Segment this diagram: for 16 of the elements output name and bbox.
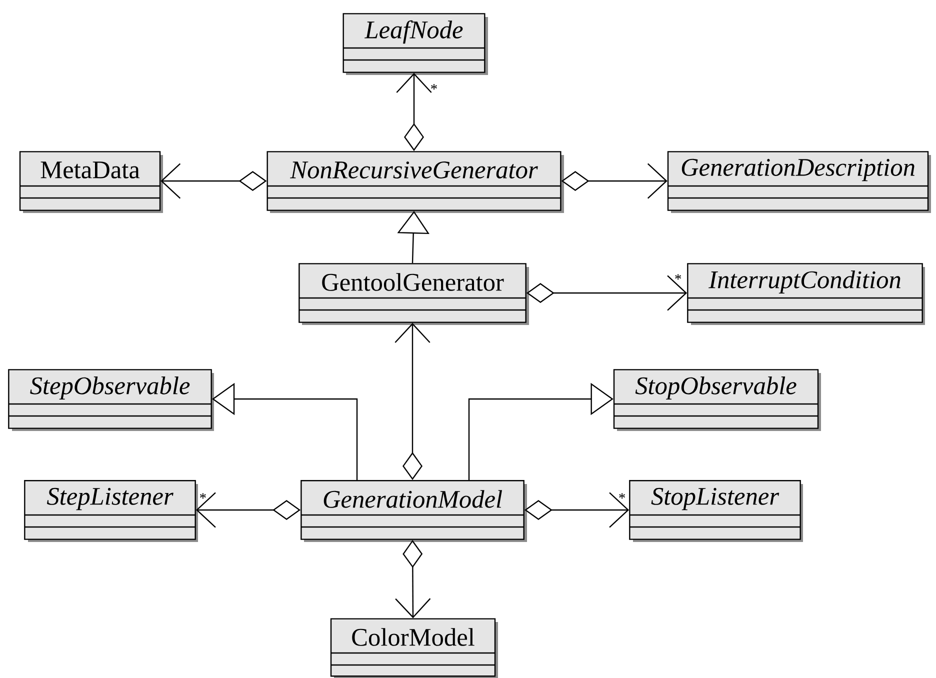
multiplicity-label: * (619, 493, 626, 499)
class-box: InterruptCondition (687, 263, 925, 325)
class-box: GenerationDescription (667, 151, 931, 213)
multiplicity-label: * (200, 493, 206, 499)
multiplicity-label: * (431, 84, 437, 90)
class-box: NonRecursiveGenerator (266, 151, 564, 213)
class-box: StopObservable (613, 369, 821, 431)
class-box: ColorModel (330, 618, 498, 678)
class-box: LeafNode (342, 13, 488, 75)
class-box: StepListener (24, 480, 198, 542)
class-box: GenerationModel (300, 480, 527, 542)
multiplicity-label: * (675, 274, 682, 280)
class-box: StopListener (629, 480, 803, 542)
class-box: GentoolGenerator (298, 263, 529, 325)
class-box: StepObservable (8, 369, 214, 431)
class-box: MetaData (19, 151, 163, 213)
